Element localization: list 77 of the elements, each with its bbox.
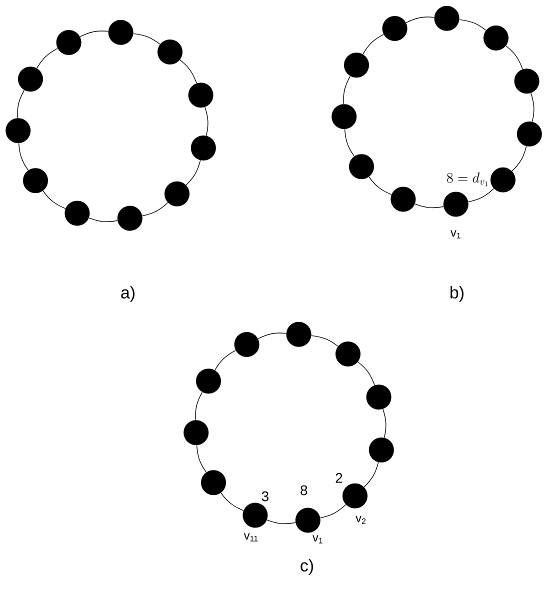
edge <box>36 48 58 68</box>
vertex <box>188 82 214 108</box>
vertex <box>64 200 90 226</box>
vertex <box>332 104 357 130</box>
edge <box>311 335 338 347</box>
edge <box>406 16 434 24</box>
edge <box>88 218 118 222</box>
edge <box>506 46 523 70</box>
edge <box>220 492 244 511</box>
vertex <box>514 68 540 94</box>
vertex <box>201 470 226 496</box>
vertex <box>490 167 516 192</box>
vertex-label: v$_{1}$ <box>312 535 322 544</box>
edge <box>459 19 486 31</box>
vertex <box>196 368 221 394</box>
vertex-label: v$_{11}$ <box>244 533 258 542</box>
edge <box>204 106 208 136</box>
edge <box>80 30 108 38</box>
vertex-label: $8=d_{v_1}$ <box>446 172 488 186</box>
vertex <box>344 52 369 78</box>
edge <box>468 188 494 202</box>
edge <box>133 33 160 45</box>
vertex <box>164 181 190 206</box>
edge <box>196 444 207 473</box>
vertex <box>368 438 394 462</box>
vertex <box>390 186 416 212</box>
edge <box>530 92 534 122</box>
vertex <box>516 122 542 146</box>
vertex <box>242 502 268 528</box>
edge <box>186 160 201 186</box>
panel-label: a) <box>121 286 134 302</box>
edge <box>362 34 384 54</box>
edge <box>42 190 66 209</box>
edge <box>180 60 197 84</box>
edge <box>142 202 168 216</box>
vertex <box>23 168 48 194</box>
vertex <box>336 342 360 366</box>
vertex-label: 2 <box>336 473 342 483</box>
vertex <box>366 384 392 410</box>
vertex <box>382 16 408 41</box>
vertex <box>190 136 216 160</box>
edge <box>214 350 236 370</box>
edge <box>512 146 527 172</box>
vertex <box>108 20 134 45</box>
vertex-label: v$_{2}$ <box>356 516 366 524</box>
edge <box>343 76 351 104</box>
edge <box>364 462 379 488</box>
vertex-label: 3 <box>262 491 268 502</box>
vertex <box>234 332 260 357</box>
edge <box>18 142 29 171</box>
vertex <box>342 483 368 508</box>
vertex <box>18 66 43 92</box>
vertex <box>349 154 374 180</box>
vertex <box>184 420 209 446</box>
vertex <box>484 26 508 50</box>
edge <box>258 332 286 340</box>
vertex-label: v$_{1}$ <box>450 230 460 238</box>
edge <box>17 90 25 118</box>
vertex <box>286 322 312 347</box>
edge <box>344 128 355 157</box>
vertex <box>295 508 320 533</box>
vertex <box>158 40 182 64</box>
vertex <box>117 206 142 231</box>
vertex <box>434 6 460 31</box>
edge <box>195 392 203 420</box>
vertex <box>56 30 82 55</box>
edge <box>358 362 375 386</box>
vertex <box>6 118 31 144</box>
vertex-label: 8 <box>300 485 308 496</box>
edge <box>320 504 346 518</box>
edge <box>368 176 392 195</box>
edge <box>414 204 444 208</box>
vertex <box>443 192 468 217</box>
panel-label: b) <box>450 286 464 302</box>
edge <box>382 408 386 438</box>
panel-label: c) <box>300 559 313 575</box>
edge <box>266 520 296 524</box>
